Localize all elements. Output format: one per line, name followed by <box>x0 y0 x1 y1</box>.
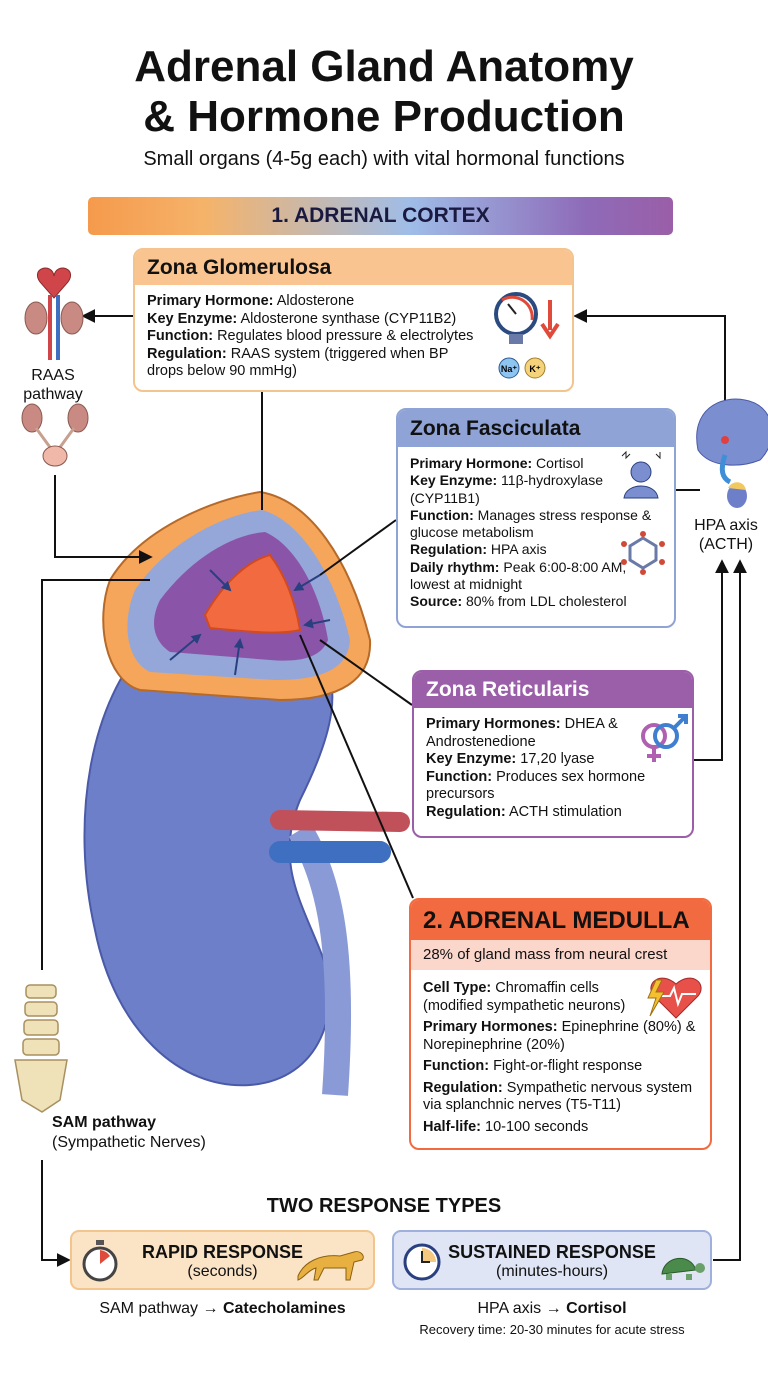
heart-kidney-icon <box>24 267 84 360</box>
sustained-response-sub: (minutes-hours) <box>495 1263 609 1280</box>
potassium-ion-badge: K⁺ <box>529 364 540 374</box>
clock-icon <box>403 1243 441 1281</box>
sam-pathway-sub: (Sympathetic Nerves) <box>52 1134 206 1151</box>
response-types-heading: TWO RESPONSE TYPES <box>266 1195 502 1217</box>
row: Key Enzyme: 11β-hydroxylase (CYP11B1) <box>410 472 603 506</box>
rapid-caption: SAM pathway → Catecholamines <box>99 1300 346 1317</box>
zona-fasciculata-card: Zona Fasciculata Primary Hormone: Cortis… <box>396 408 676 628</box>
zona-glomerulosa-card: Zona Glomerulosa Primary Hormone: Aldost… <box>133 248 574 392</box>
recovery-note: Recovery time: 20-30 minutes for acute s… <box>419 1322 685 1337</box>
sam-pathway-label: SAM pathway (Sympathetic Nerves) <box>52 1113 206 1153</box>
spine-icon <box>14 984 68 1113</box>
urinary-system-icon <box>21 403 89 467</box>
brain-hypothalamus-icon <box>696 398 768 508</box>
hpa-axis-line1: HPA axis <box>694 517 758 534</box>
sustained-response-title: SUSTAINED RESPONSE <box>448 1242 656 1262</box>
turtle-icon <box>661 1258 705 1280</box>
row: Function: Fight-or-flight response <box>423 1058 643 1074</box>
row: Key Enzyme: 17,20 lyase <box>426 751 595 767</box>
row: Function: Regulates blood pressure & ele… <box>147 328 474 344</box>
cheetah-icon <box>297 1251 364 1281</box>
stressed-person-icon <box>621 450 661 499</box>
heart-lightning-icon <box>647 977 702 1019</box>
gender-symbols-icon <box>641 714 688 762</box>
card-title: 2. ADRENAL MEDULLA <box>411 900 710 940</box>
row: Regulation: RAAS system (triggered when … <box>147 345 449 380</box>
raas-pathway-label: RAAS pathway <box>23 367 83 403</box>
rapid-response-sub: (seconds) <box>187 1263 258 1280</box>
molecule-icon <box>621 531 665 575</box>
hpa-axis-line2: (ACTH) <box>698 536 754 553</box>
row: Daily rhythm: Peak 6:00-8:00 AM, lowest … <box>410 558 627 593</box>
pressure-gauge-icon: Na⁺ K⁺ <box>494 292 560 379</box>
row: Function: Manages stress response & gluc… <box>410 506 652 541</box>
rapid-response-title: RAPID RESPONSE <box>141 1242 304 1262</box>
row: Function: Produces sex hormone precursor… <box>426 768 646 803</box>
title-line-1: Adrenal Gland Anatomy <box>134 42 634 91</box>
row: Regulation: HPA axis <box>410 541 547 558</box>
cortex-banner: 1. ADRENAL CORTEX <box>88 197 673 235</box>
row: Regulation: ACTH stimulation <box>426 803 622 820</box>
row: Cell Type: Chromaffin cells (modified sy… <box>423 980 626 1014</box>
adrenal-gland-icon <box>102 490 372 702</box>
rapid-response-box: RAPID RESPONSE (seconds) <box>70 1230 375 1290</box>
sam-pathway-title: SAM pathway <box>52 1114 157 1131</box>
row: Key Enzyme: Aldosterone synthase (CYP11B… <box>147 310 457 327</box>
card-title: Zona Glomerulosa <box>135 250 572 285</box>
sustained-response-box: SUSTAINED RESPONSE (minutes-hours) <box>392 1230 712 1290</box>
sustained-caption: HPA axis → Cortisol <box>477 1300 627 1317</box>
title-line-2: & Hormone Production <box>143 92 625 141</box>
card-subtitle: 28% of gland mass from neural crest <box>411 940 710 970</box>
kidney-icon <box>83 610 410 1096</box>
sodium-ion-badge: Na⁺ <box>501 364 518 374</box>
row: Primary Hormones: DHEA & Androstenedione <box>426 716 618 750</box>
row: Half-life: 10-100 seconds <box>423 1118 589 1135</box>
row: Regulation: Sympathetic nervous system v… <box>423 1079 693 1114</box>
row: Primary Hormones: Epinephrine (80%) & No… <box>423 1019 696 1053</box>
hpa-axis-label: HPA axis (ACTH) <box>686 516 766 554</box>
card-title: Zona Fasciculata <box>398 410 674 447</box>
zona-reticularis-card: Zona Reticularis Primary Hormones: DHEA … <box>412 670 694 838</box>
row: Primary Hormone: Cortisol <box>410 455 584 471</box>
row: Primary Hormone: Aldosterone <box>147 293 355 309</box>
subtitle: Small organs (4-5g each) with vital horm… <box>143 148 625 170</box>
stopwatch-icon <box>82 1240 118 1282</box>
adrenal-medulla-card: 2. ADRENAL MEDULLA 28% of gland mass fro… <box>409 898 712 1150</box>
row: Source: 80% from LDL cholesterol <box>410 593 627 610</box>
card-title: Zona Reticularis <box>414 672 692 708</box>
